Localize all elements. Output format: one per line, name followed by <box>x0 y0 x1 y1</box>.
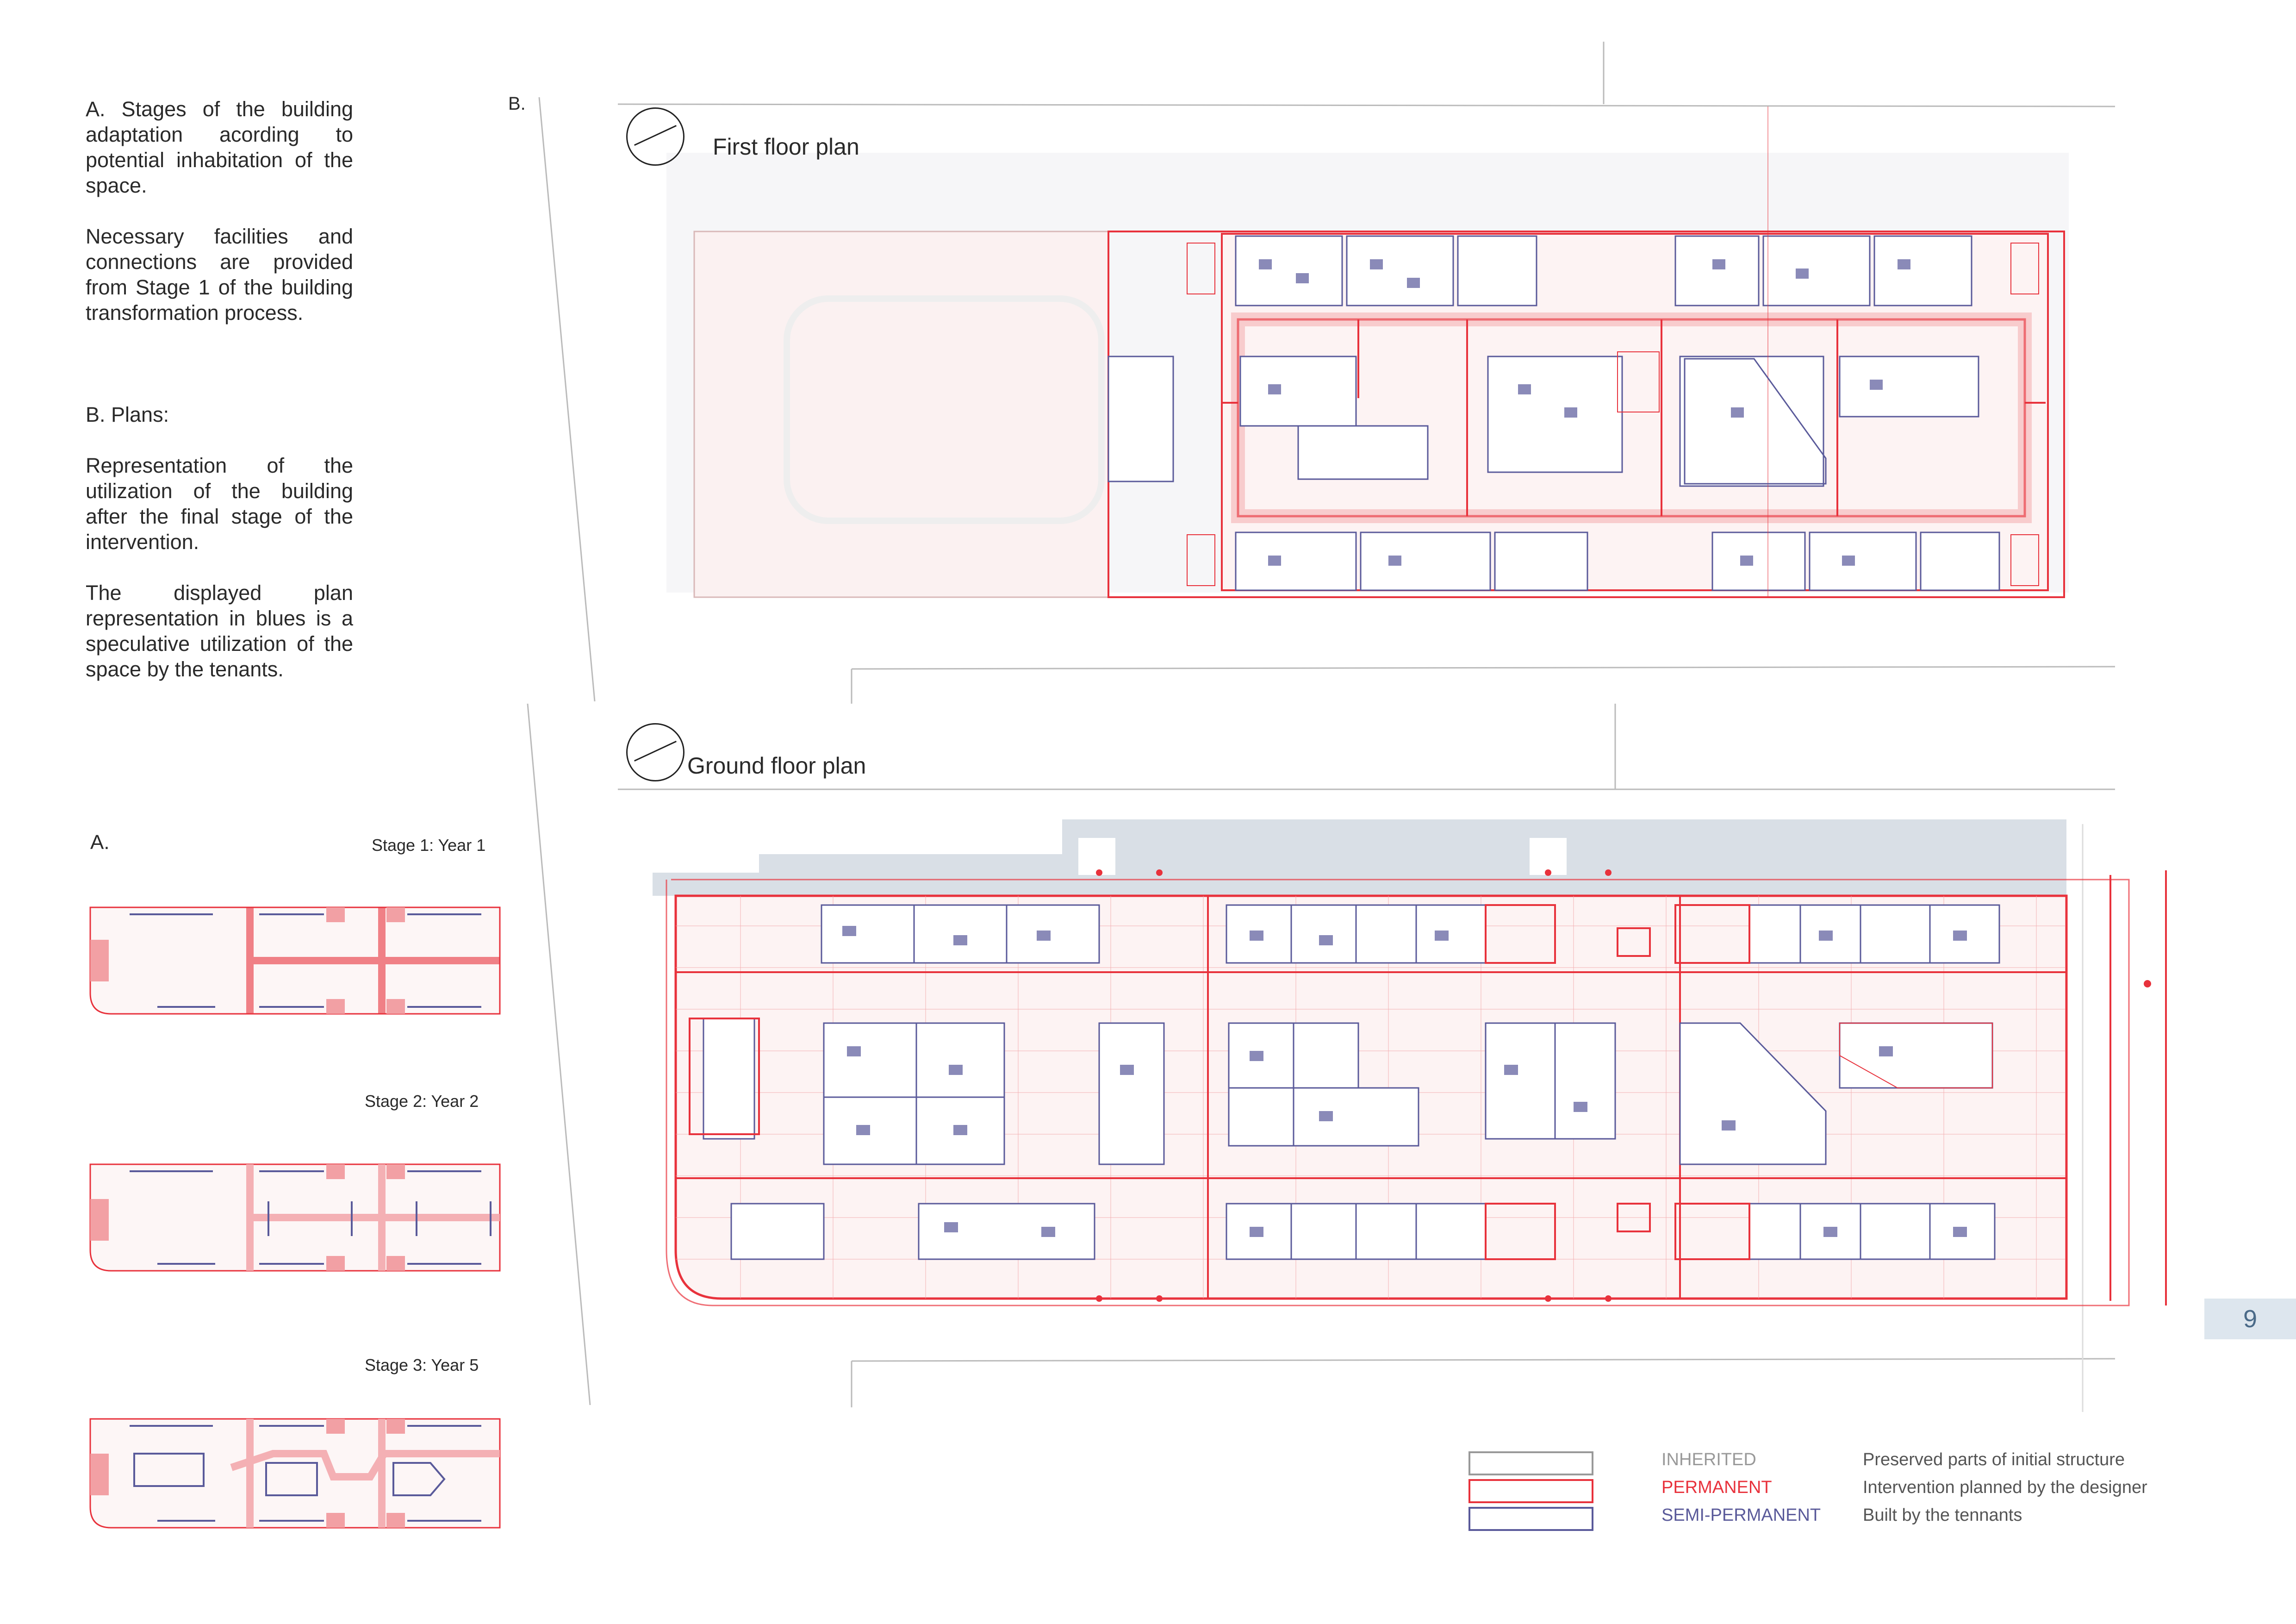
page-number: 9 <box>2204 1299 2296 1339</box>
intro-paragraph-2: Necessary facilities and connections are… <box>86 225 353 325</box>
legend-permanent-desc: Intervention planned by the designer <box>1863 1478 2147 1497</box>
stage-2-diagram <box>89 1163 501 1272</box>
section-a-label: A. <box>90 831 110 854</box>
intro-paragraph-4: Representation of the utilization of the… <box>86 454 353 554</box>
intro-paragraph-3: B. Plans: <box>86 403 169 426</box>
intro-paragraph-1: A. Stages of the building adaptation aco… <box>86 97 353 197</box>
first-floor-plan <box>666 106 2069 598</box>
site-lines <box>527 42 2116 1412</box>
ground-floor-plan-title: Ground floor plan <box>687 753 866 779</box>
legend-semi-permanent-desc: Built by the tennants <box>1863 1505 2022 1525</box>
ground-floor-plan <box>653 819 2167 1306</box>
legend-inherited-label: INHERITED <box>1661 1450 1756 1469</box>
stage-2-label: Stage 2: Year 2 <box>365 1092 479 1111</box>
north-arrow-ground-floor-icon <box>626 723 684 781</box>
legend-inherited-desc: Preserved parts of initial structure <box>1863 1450 2125 1469</box>
north-arrow-first-floor-icon <box>626 107 684 166</box>
legend-inherited-swatch <box>1468 1451 1593 1475</box>
section-b-label: B. <box>508 94 526 114</box>
intro-paragraph-5: The displayed plan representation in blu… <box>86 581 353 681</box>
legend-semi-permanent-label: SEMI-PERMANENT <box>1661 1505 1821 1525</box>
stage-3-label: Stage 3: Year 5 <box>365 1355 479 1374</box>
legend-semi-permanent-swatch <box>1468 1507 1593 1531</box>
first-floor-plan-title: First floor plan <box>713 134 859 160</box>
stage-3-diagram <box>89 1418 501 1529</box>
legend-permanent-swatch <box>1468 1479 1593 1503</box>
stage-1-diagram <box>89 906 501 1015</box>
legend-permanent-label: PERMANENT <box>1661 1478 1772 1497</box>
stage-1-label: Stage 1: Year 1 <box>372 836 486 855</box>
